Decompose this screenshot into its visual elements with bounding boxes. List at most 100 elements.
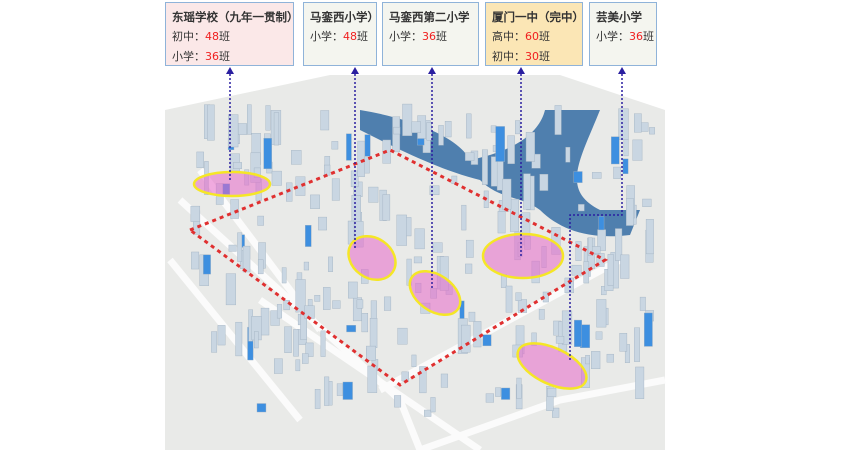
building bbox=[618, 108, 629, 140]
building bbox=[284, 326, 292, 353]
building bbox=[485, 393, 494, 403]
building bbox=[575, 241, 582, 261]
school-label-4: 芸美小学小学：36班 bbox=[589, 2, 657, 66]
building bbox=[257, 215, 264, 226]
building bbox=[233, 162, 242, 169]
school-area-dongyao bbox=[192, 170, 272, 198]
building bbox=[401, 371, 409, 382]
building bbox=[554, 105, 562, 135]
building bbox=[293, 329, 299, 357]
building bbox=[606, 353, 614, 363]
building bbox=[461, 324, 471, 353]
building bbox=[574, 319, 582, 347]
building bbox=[368, 186, 379, 203]
building bbox=[495, 126, 505, 162]
building bbox=[260, 307, 270, 336]
building bbox=[444, 121, 452, 138]
building bbox=[367, 365, 378, 393]
building bbox=[203, 254, 211, 275]
building bbox=[615, 228, 623, 261]
school-label-1: 马銮西小学）小学：48班 bbox=[303, 2, 377, 66]
building bbox=[623, 139, 629, 157]
building bbox=[314, 295, 321, 302]
building bbox=[191, 251, 200, 270]
school-label-2: 马銮西第二小学小学：36班 bbox=[382, 2, 479, 66]
building bbox=[283, 300, 290, 311]
building bbox=[356, 299, 364, 309]
building bbox=[281, 267, 287, 284]
building bbox=[466, 113, 472, 139]
building bbox=[328, 256, 333, 272]
building bbox=[495, 387, 501, 397]
building bbox=[228, 114, 239, 148]
building bbox=[561, 310, 573, 345]
building bbox=[515, 292, 522, 301]
building bbox=[392, 116, 401, 153]
building bbox=[565, 146, 571, 163]
building bbox=[578, 204, 585, 212]
building bbox=[406, 217, 412, 237]
building bbox=[573, 171, 583, 183]
building bbox=[235, 321, 243, 357]
school-label-0: 东瑶学校（九年一贯制）初中：48班小学：36班 bbox=[165, 2, 294, 66]
building bbox=[611, 136, 620, 165]
school-area-xiamen-no1 bbox=[481, 232, 565, 280]
planning-boundary bbox=[186, 148, 609, 387]
building bbox=[295, 279, 306, 313]
building bbox=[361, 313, 369, 333]
building bbox=[273, 112, 280, 146]
building bbox=[461, 204, 467, 231]
building bbox=[482, 334, 492, 347]
building bbox=[426, 122, 432, 141]
building bbox=[587, 237, 593, 256]
building bbox=[225, 273, 236, 306]
building bbox=[465, 239, 474, 258]
building bbox=[430, 397, 436, 413]
building bbox=[276, 304, 283, 319]
building bbox=[468, 311, 476, 322]
building bbox=[622, 158, 629, 174]
building bbox=[501, 387, 511, 400]
building bbox=[318, 216, 327, 231]
building bbox=[247, 104, 252, 135]
building bbox=[257, 259, 264, 275]
building bbox=[505, 285, 513, 313]
building bbox=[515, 120, 521, 135]
building bbox=[320, 330, 326, 357]
building bbox=[396, 214, 407, 246]
building bbox=[274, 358, 283, 374]
building bbox=[364, 134, 371, 157]
building bbox=[331, 178, 340, 201]
building bbox=[286, 182, 293, 202]
building bbox=[217, 325, 226, 346]
building bbox=[607, 254, 614, 286]
school-highlights bbox=[192, 170, 588, 390]
school-area-maluanxi bbox=[347, 234, 397, 282]
building bbox=[342, 381, 353, 400]
building bbox=[585, 355, 590, 365]
building bbox=[490, 125, 497, 133]
school-label-3: 厦门一中（完中）高中：60班初中：30班 bbox=[485, 2, 583, 66]
building bbox=[383, 296, 392, 311]
building bbox=[411, 121, 421, 133]
building bbox=[465, 263, 473, 274]
building bbox=[211, 331, 218, 353]
building bbox=[336, 383, 343, 396]
building bbox=[237, 232, 243, 262]
building bbox=[598, 216, 605, 231]
building bbox=[432, 242, 443, 253]
building bbox=[502, 178, 512, 210]
building bbox=[320, 110, 330, 131]
building bbox=[256, 403, 267, 413]
building bbox=[552, 407, 560, 418]
building bbox=[397, 327, 408, 345]
building bbox=[635, 366, 645, 399]
building bbox=[626, 198, 634, 226]
building bbox=[366, 345, 376, 361]
building bbox=[620, 254, 630, 279]
building bbox=[507, 135, 515, 164]
building bbox=[639, 296, 646, 311]
building bbox=[619, 333, 628, 352]
building bbox=[613, 166, 621, 179]
